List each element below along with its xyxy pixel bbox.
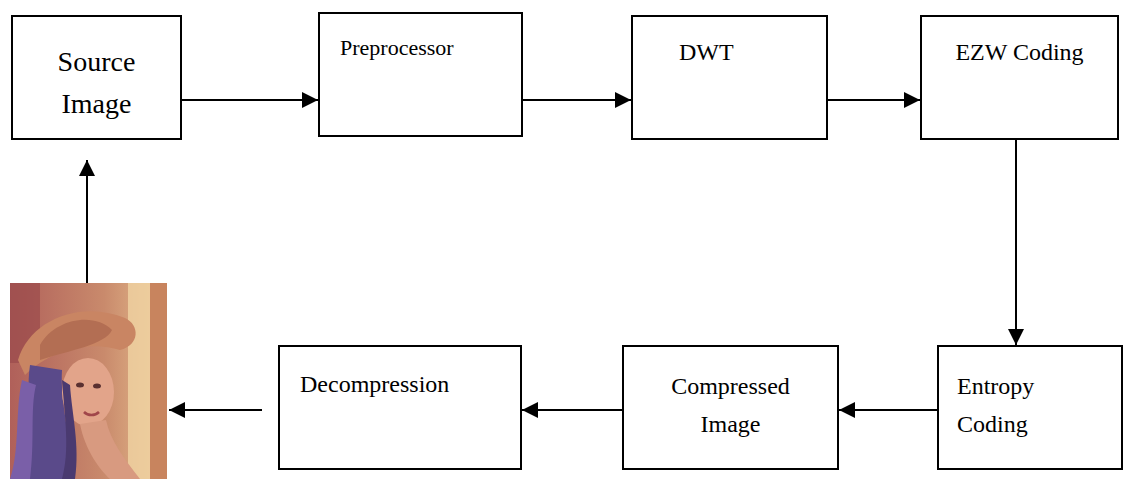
box-label: EZW Coding [932, 37, 1107, 68]
flow-arrow [169, 409, 262, 411]
flow-arrow [522, 409, 622, 411]
process-box: DWT [631, 15, 828, 140]
flow-arrow [182, 99, 318, 101]
box-label: Decompression [300, 369, 500, 400]
box-label: Compressed Image [646, 367, 816, 444]
process-box: Compressed Image [622, 345, 839, 470]
process-box: EZW Coding [920, 15, 1119, 140]
process-box: Decompression [278, 345, 522, 470]
photo-illustration [10, 283, 167, 479]
flow-arrow [523, 99, 631, 101]
flow-arrow [828, 99, 920, 101]
flow-arrow [86, 160, 88, 283]
process-box: Source Image [11, 15, 182, 140]
box-label: DWT [679, 37, 780, 68]
flow-arrow [839, 409, 937, 411]
box-label: Source Image [42, 41, 152, 125]
process-box: Preprocessor [318, 12, 523, 137]
box-label: Preprocessor [340, 34, 501, 63]
box-label: Entropy Coding [957, 367, 1067, 444]
process-box: Entropy Coding [937, 345, 1123, 470]
flow-arrow [1015, 140, 1017, 345]
